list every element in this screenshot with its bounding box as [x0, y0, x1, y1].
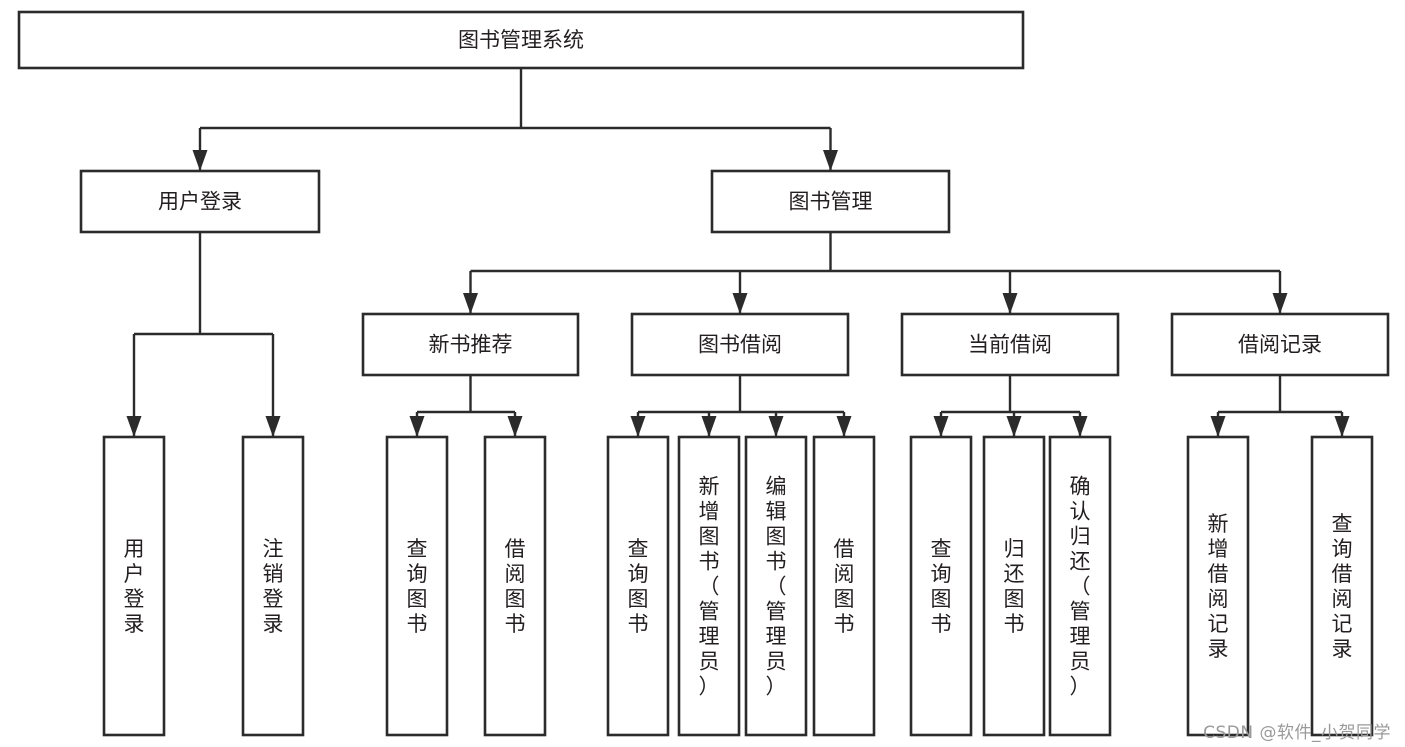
- node-leaf-2[interactable]: 查询图书: [385, 435, 449, 737]
- node-box: [677, 435, 741, 737]
- node-box: [79, 169, 321, 234]
- node-box: [744, 435, 808, 737]
- node-leaf-3[interactable]: 借阅图书: [483, 435, 547, 737]
- node-box: [900, 312, 1120, 377]
- node-leaf-11[interactable]: 新增借阅记录: [1186, 435, 1250, 737]
- node-leaf-5[interactable]: 新增图书（管理员）: [677, 435, 741, 737]
- node-box: [1048, 435, 1112, 737]
- node-label: 图书管理: [789, 190, 873, 214]
- arrowhead-icon: [1210, 416, 1226, 437]
- node-level3-2[interactable]: 当前借阅: [900, 312, 1120, 377]
- arrowhead-icon: [126, 416, 142, 437]
- node-label: 借阅图书: [834, 537, 855, 636]
- node-leaf-7[interactable]: 借阅图书: [812, 435, 876, 737]
- node-level2-0[interactable]: 用户登录: [79, 169, 321, 234]
- node-label: 编辑图书（管理员）: [766, 475, 787, 699]
- node-box: [1310, 435, 1374, 737]
- arrowhead-icon: [732, 293, 748, 314]
- node-box: [630, 312, 850, 377]
- arrowhead-icon: [463, 293, 478, 314]
- node-label: 确认归还（管理员）: [1070, 475, 1091, 699]
- node-box: [241, 435, 305, 737]
- arrowhead-icon: [630, 416, 646, 437]
- node-box: [606, 435, 670, 737]
- connector-layer: [126, 68, 1350, 437]
- node-box: [102, 435, 166, 737]
- arrowhead-icon: [701, 416, 717, 437]
- node-box: [17, 10, 1025, 70]
- arrowhead-icon: [1002, 293, 1018, 314]
- node-level2-1[interactable]: 图书管理: [710, 169, 951, 234]
- node-box: [1186, 435, 1250, 737]
- node-label: 当前借阅: [968, 333, 1052, 357]
- node-label: 用户登录: [124, 537, 145, 636]
- node-box: [385, 435, 449, 737]
- node-label: 查询图书: [628, 537, 649, 636]
- node-level3-0[interactable]: 新书推荐: [361, 312, 580, 377]
- node-level3-3[interactable]: 借阅记录: [1170, 312, 1390, 377]
- node-label: 新增图书（管理员）: [699, 475, 720, 699]
- node-box: [361, 312, 580, 377]
- node-leaf-10[interactable]: 确认归还（管理员）: [1048, 435, 1112, 737]
- node-label: 查询图书: [931, 537, 952, 636]
- node-leaf-1[interactable]: 注销登录: [241, 435, 305, 737]
- arrowhead-icon: [409, 416, 425, 437]
- node-box: [483, 435, 547, 737]
- arrowhead-icon: [823, 150, 838, 171]
- node-leaf-4[interactable]: 查询图书: [606, 435, 670, 737]
- node-label: 注销登录: [263, 537, 284, 636]
- node-box: [909, 435, 973, 737]
- arrowhead-icon: [192, 150, 208, 171]
- node-label: 图书管理系统: [458, 28, 584, 52]
- node-label: 新增借阅记录: [1208, 512, 1229, 661]
- node-box: [710, 169, 951, 234]
- node-root-0[interactable]: 图书管理系统: [17, 10, 1025, 70]
- node-leaf-6[interactable]: 编辑图书（管理员）: [744, 435, 808, 737]
- node-label: 新书推荐: [429, 333, 513, 357]
- node-label: 归还图书: [1004, 537, 1025, 636]
- node-box: [1170, 312, 1390, 377]
- arrowhead-icon: [1072, 416, 1088, 437]
- node-leaf-8[interactable]: 查询图书: [909, 435, 973, 737]
- node-label: 查询图书: [407, 537, 428, 636]
- node-box: [982, 435, 1046, 737]
- arrowhead-icon: [836, 416, 852, 437]
- arrowhead-icon: [768, 416, 784, 437]
- node-level3-1[interactable]: 图书借阅: [630, 312, 850, 377]
- arrowhead-icon: [265, 416, 281, 437]
- node-leaf-0[interactable]: 用户登录: [102, 435, 166, 737]
- node-box: [812, 435, 876, 737]
- node-label: 借阅记录: [1238, 333, 1322, 357]
- arrowhead-icon: [1006, 416, 1022, 437]
- arrowhead-icon: [1272, 293, 1288, 314]
- node-label: 图书借阅: [698, 333, 782, 357]
- node-leaf-9[interactable]: 归还图书: [982, 435, 1046, 737]
- node-label: 用户登录: [158, 190, 242, 214]
- node-label: 查询借阅记录: [1332, 512, 1353, 661]
- node-leaf-12[interactable]: 查询借阅记录: [1310, 435, 1374, 737]
- arrowhead-icon: [507, 416, 523, 437]
- node-layer: 图书管理系统用户登录图书管理新书推荐图书借阅当前借阅借阅记录用户登录注销登录查询…: [17, 10, 1390, 737]
- node-label: 借阅图书: [505, 537, 526, 636]
- arrowhead-icon: [1334, 416, 1350, 437]
- arrowhead-icon: [933, 416, 949, 437]
